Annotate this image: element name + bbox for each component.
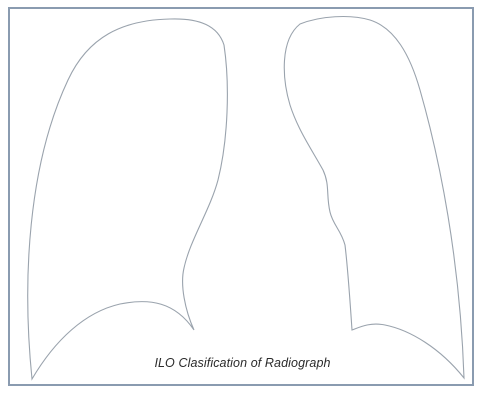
- figure-caption: ILO Clasification of Radiograph: [0, 356, 485, 370]
- right-lung-outline: [28, 19, 228, 379]
- left-lung-outline: [284, 17, 464, 378]
